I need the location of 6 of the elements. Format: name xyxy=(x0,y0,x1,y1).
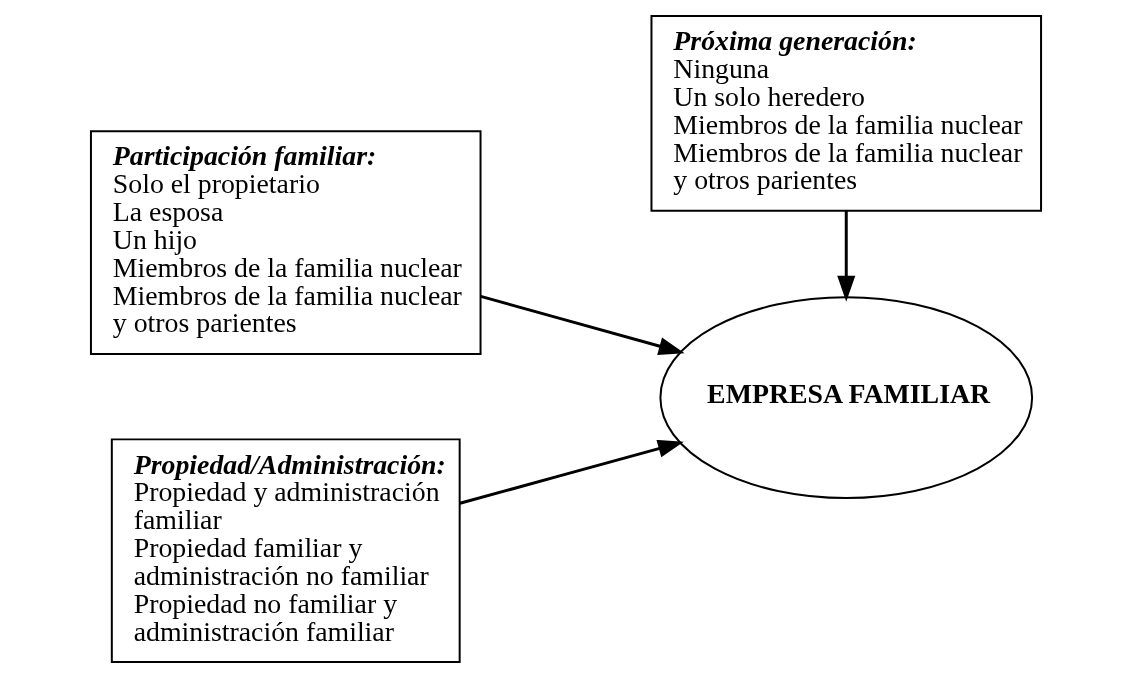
arrow xyxy=(837,211,856,302)
node-box: Próxima generación: Ninguna Un solo heredero Miembros de la familia nuclear Miembros de la familia nuclear y otros parientes xyxy=(650,15,1043,212)
arrow xyxy=(480,294,685,355)
node-box: Propiedad/Administración: Propiedad y administración familiar Propiedad familiar y administración no familiar Propiedad no familiar y administración familiar xyxy=(110,438,461,663)
node-box: Participación familiar: Solo el propietario La esposa Un hijo Miembros de la familia nuclear Miembros de la familia nuclear y otros parientes xyxy=(89,130,482,355)
arrow xyxy=(459,439,684,505)
